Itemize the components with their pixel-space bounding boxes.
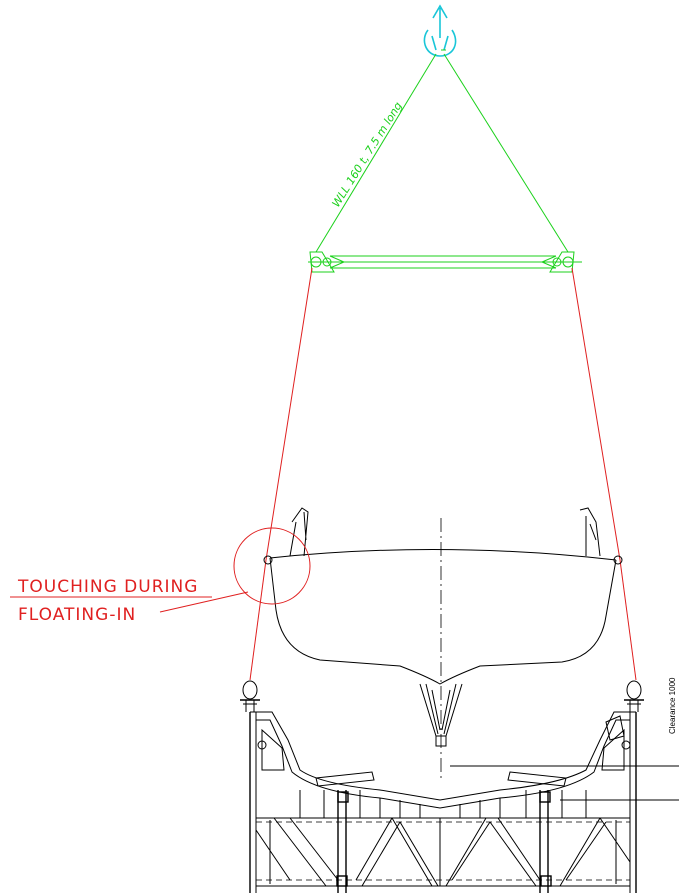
- hook-body: [423, 29, 457, 57]
- vessel-hull: [263, 507, 623, 780]
- sling-right: [443, 53, 569, 253]
- hull-deck-line: [269, 548, 617, 561]
- lifting-lug-left: [263, 555, 273, 565]
- touching-callout: [10, 527, 311, 613]
- lower-sling-right-b: [619, 559, 637, 681]
- lifting-lug-right: [613, 555, 623, 565]
- crane-hook: [423, 4, 457, 57]
- lower-sling-left-a: [265, 267, 313, 561]
- sling-label: WLL 160 t, 7.5 m long: [330, 100, 405, 210]
- upper-slings: [315, 49, 569, 253]
- shackle-right: [624, 680, 644, 712]
- shackle-left: [240, 680, 260, 712]
- saddle-pad-left: [315, 771, 375, 787]
- spreader-bar: [308, 251, 582, 273]
- cradle-saddle: [250, 711, 636, 801]
- lower-sling-left-b: [249, 559, 267, 681]
- callout-leader: [159, 591, 249, 613]
- lower-slings: [249, 267, 637, 681]
- touching-circle: [233, 527, 311, 605]
- clearance-label: Clearance 1000: [668, 677, 677, 734]
- saddle-pad-right: [507, 771, 567, 787]
- truss-bracing: [255, 817, 631, 887]
- sling-left: [315, 53, 437, 253]
- deck-post-right: [579, 507, 601, 557]
- cradle-frame: [249, 711, 637, 893]
- deck-post-left: [289, 507, 309, 557]
- clearance-dimension: [450, 765, 679, 801]
- hull-outline: [269, 557, 617, 685]
- hook-arrow-up: [432, 4, 448, 38]
- note-line-1: TOUCHING DURING: [17, 577, 198, 597]
- note-line-2: FLOATING-IN: [18, 605, 136, 625]
- lower-sling-right-a: [571, 267, 621, 561]
